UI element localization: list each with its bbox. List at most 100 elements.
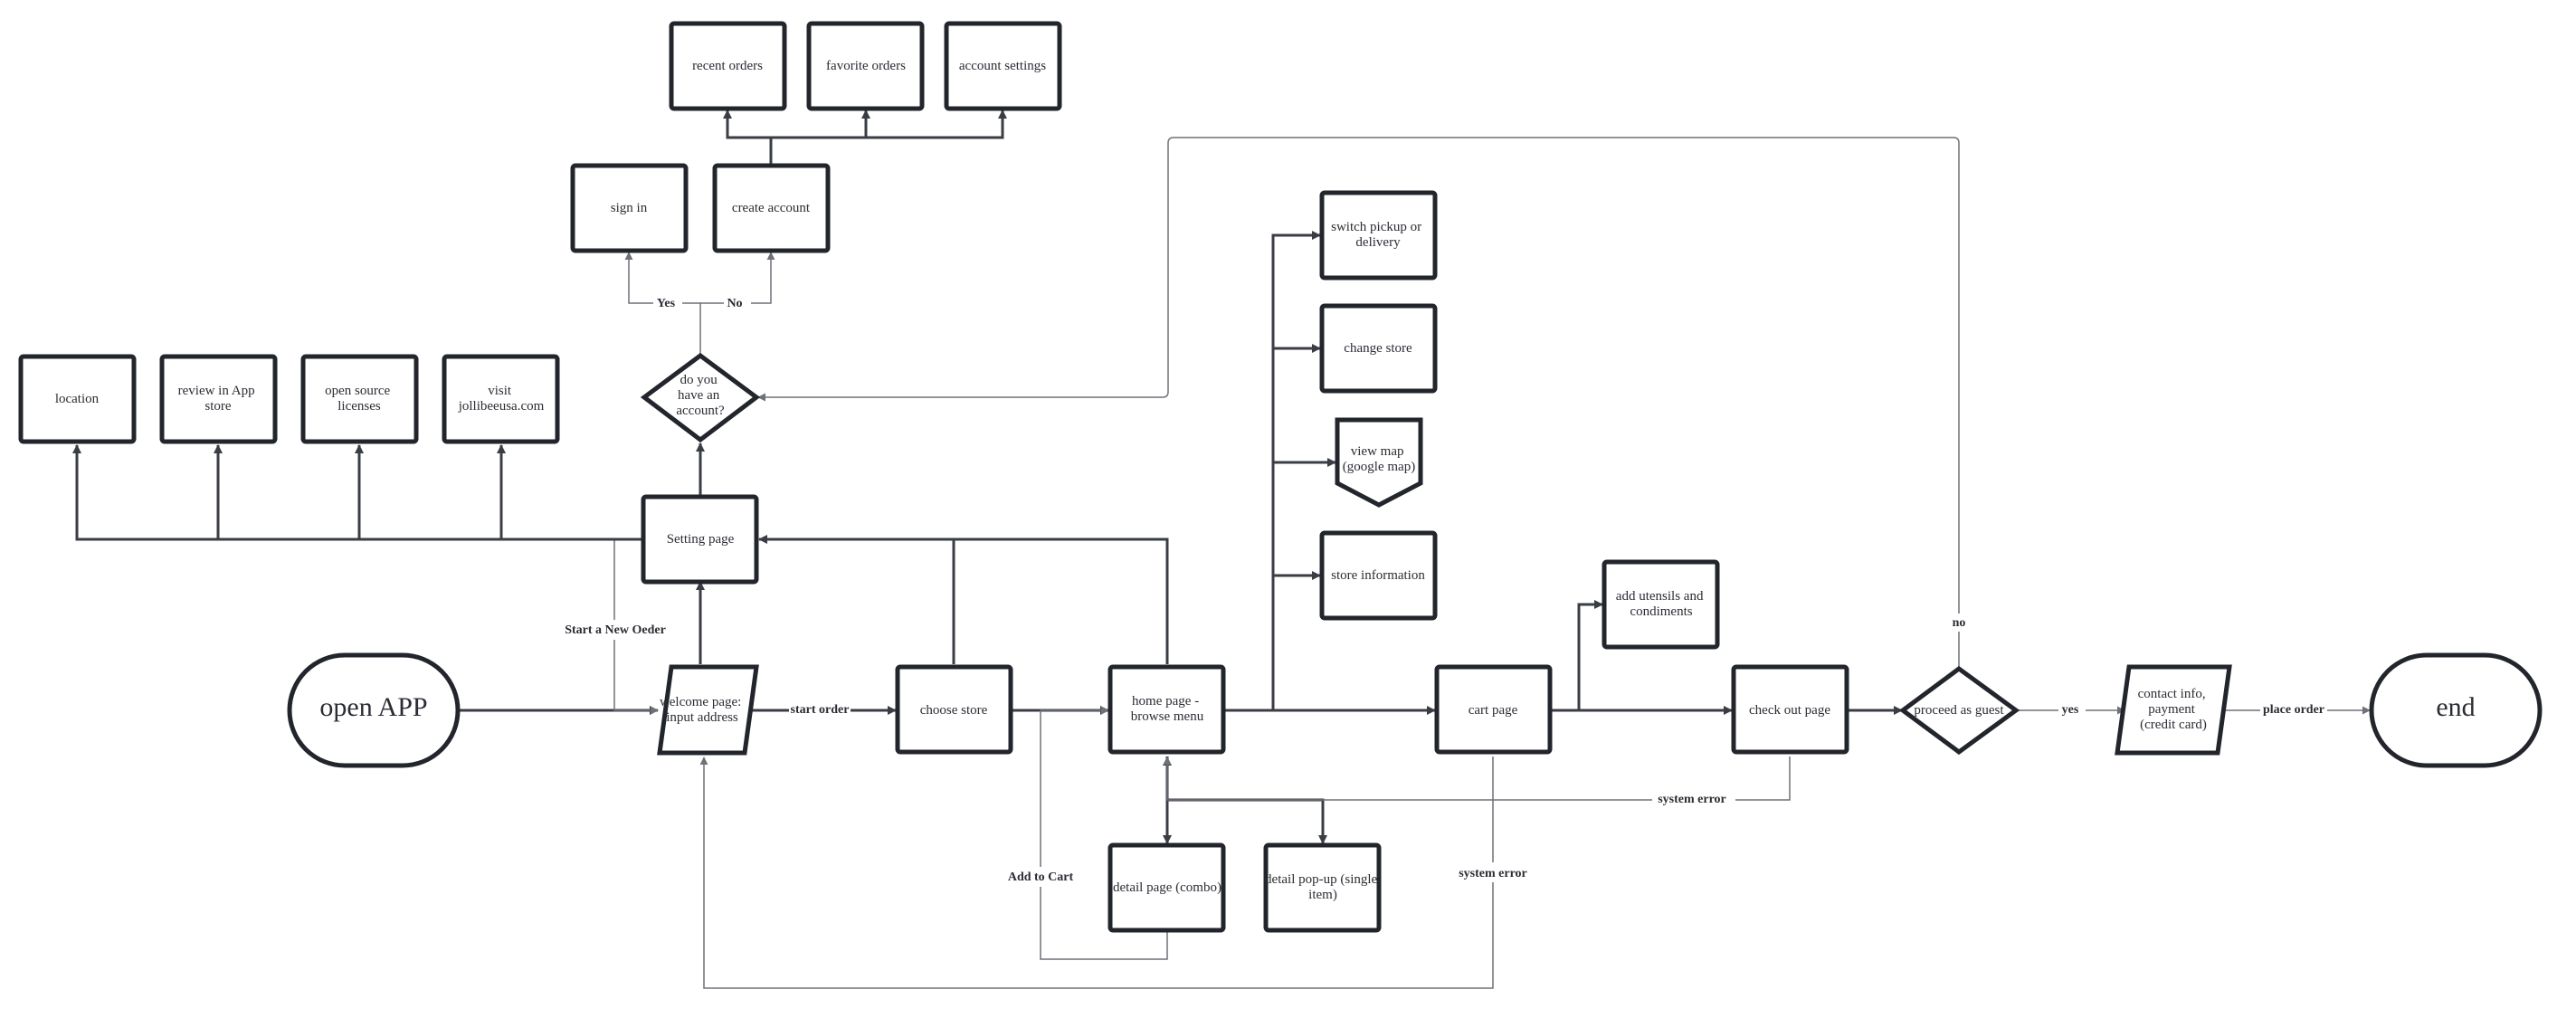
node-choose-store[interactable]: choose store [895,664,1013,755]
edge-add-to-cart [1040,706,1168,960]
label-start-order: start order [791,703,850,717]
node-welcome-page-label: welcome page: input address [660,695,745,725]
edge-choose-store-to-setting [758,535,955,664]
node-review-app-store[interactable]: review in App store [159,354,278,444]
node-open-app[interactable]: open APP [287,652,461,768]
licenses-line-2: licenses [337,399,381,414]
welcome-line-1: welcome page: [660,695,741,709]
licenses-line-1: open source [325,384,390,398]
node-change-store[interactable]: change store [1319,303,1438,394]
node-welcome-page[interactable]: welcome page: input address [657,664,759,756]
detail-single-line-1: detail pop-up (single [1265,872,1377,887]
node-contact-info-label: contact info, payment (credit card) [2138,687,2210,732]
switch-line-2: delivery [1355,235,1401,250]
node-visit-site-label: visit jollibeeusa.com [458,384,545,414]
node-visit-site[interactable]: visit jollibeeusa.com [442,354,560,444]
node-open-app-label: open APP [319,692,427,722]
contact-line-2: payment [2148,702,2195,717]
label-guest-yes: yes [2062,703,2079,717]
edge-setting-to-location [72,444,642,541]
label-system-error-cart: system error [1459,867,1527,880]
nodes: open APP end welcome page: input address… [18,21,2543,933]
node-detail-single[interactable]: detail pop-up (single item) [1263,842,1382,933]
account-line-1: do you [680,373,718,387]
node-recent-orders[interactable]: recent orders [669,21,787,111]
node-switch-pickup[interactable]: switch pickup or delivery [1319,190,1438,281]
node-check-out-page[interactable]: check out page [1731,664,1849,755]
node-setting-page-label: Setting page [667,532,735,547]
node-account-decision[interactable]: do you have an account? [640,352,761,443]
node-end[interactable]: end [2369,652,2543,768]
node-location[interactable]: location [18,354,137,444]
detail-single-line-2: item) [1308,888,1337,902]
node-cart-page[interactable]: cart page [1434,664,1553,755]
contact-line-3: (credit card) [2140,718,2207,732]
review-line-1: review in App [178,384,255,398]
node-account-settings[interactable]: account settings [944,21,1062,111]
view-map-line-1: view map [1351,444,1404,459]
welcome-line-2: input address [666,710,738,725]
account-line-3: account? [676,404,725,418]
node-favorite-orders-label: favorite orders [826,59,906,73]
label-place-order: place order [2263,703,2324,717]
visit-line-2: jollibeeusa.com [458,399,545,414]
node-open-source-licenses[interactable]: open source licenses [300,354,419,444]
account-line-2: have an [678,388,720,403]
edge-cart-to-utensils [1550,600,1603,712]
edge-create-to-favorite [727,109,870,139]
edge-home-to-detail-single [1167,798,1327,844]
node-favorite-orders[interactable]: favorite orders [806,21,925,111]
node-choose-store-label: choose store [920,703,988,718]
node-create-account[interactable]: create account [712,163,831,253]
node-end-label: end [2436,692,2475,722]
label-no: No [727,297,742,310]
utensils-line-1: add utensils and [1616,589,1704,604]
contact-line-1: contact info, [2138,687,2206,701]
node-contact-info[interactable]: contact info, payment (credit card) [2115,664,2232,756]
node-home-page[interactable]: home page - browse menu [1107,664,1226,755]
node-view-map[interactable]: view map (google map) [1335,417,1423,508]
node-account-settings-label: account settings [959,59,1046,73]
edge-home-to-store-options [1225,231,1321,712]
switch-line-1: switch pickup or [1331,220,1421,234]
node-view-map-label: view map (google map) [1343,444,1415,474]
node-switch-pickup-label: switch pickup or delivery [1331,220,1425,250]
node-detail-combo-label: detail page (combo) [1113,880,1221,895]
edge-labels: start order Start a New Oeder Yes No Add… [563,294,2327,887]
label-start-new-order: Start a New Oeder [565,623,666,637]
node-create-account-label: create account [732,201,811,215]
node-setting-page[interactable]: Setting page [641,494,759,585]
node-recent-orders-label: recent orders [692,59,763,73]
node-sign-in-label: sign in [611,201,648,215]
node-change-store-label: change store [1344,341,1412,356]
edge-guest-no-to-account [757,137,1960,667]
node-account-decision-label: do you have an account? [676,373,725,418]
label-guest-no: no [1953,616,1966,630]
node-guest-decision[interactable]: proceed as guest [1898,665,2020,756]
label-add-to-cart: Add to Cart [1008,871,1074,884]
edge-create-to-account-settings [866,109,1007,139]
node-home-page-label: home page - browse menu [1131,694,1204,724]
node-open-source-licenses-label: open source licenses [325,384,394,414]
review-line-2: store [204,399,232,414]
node-detail-combo[interactable]: detail page (combo) [1107,842,1226,933]
node-check-out-page-label: check out page [1749,703,1830,718]
edge-home-to-setting [954,538,1169,664]
home-line-1: home page - [1132,694,1199,709]
node-review-app-store-label: review in App store [178,384,259,414]
node-cart-page-label: cart page [1469,703,1518,718]
home-line-2: browse menu [1131,709,1204,724]
node-guest-decision-label: proceed as guest [1914,703,2004,718]
view-map-line-2: (google map) [1343,460,1415,474]
node-location-label: location [55,392,100,406]
node-store-information[interactable]: store information [1319,530,1438,621]
node-sign-in[interactable]: sign in [570,163,689,253]
visit-line-1: visit [488,384,512,398]
utensils-line-2: condiments [1630,604,1692,619]
node-detail-single-label: detail pop-up (single item) [1265,872,1381,902]
label-system-error-checkout: system error [1658,793,1726,806]
node-add-utensils-label: add utensils and condiments [1616,589,1706,619]
node-store-information-label: store information [1331,568,1425,583]
node-add-utensils[interactable]: add utensils and condiments [1602,559,1720,650]
